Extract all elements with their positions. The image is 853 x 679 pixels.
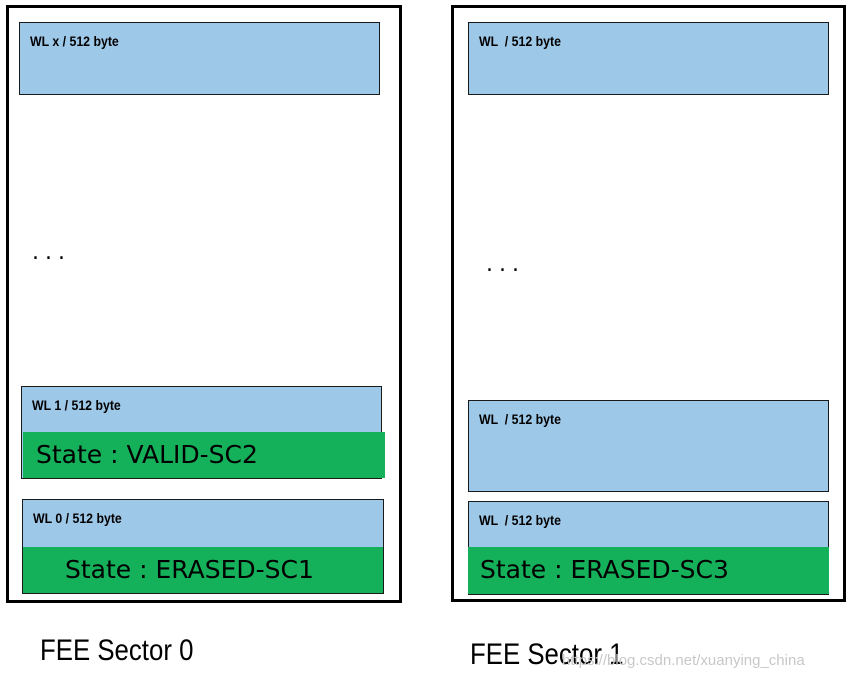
- sector0-caption: FEE Sector 0: [40, 634, 194, 667]
- sector1-top-label: WL / 512 byte: [479, 33, 561, 49]
- watermark: https://blog.csdn.net/xuanying_china: [562, 652, 805, 669]
- sector0-ellipsis: ...: [32, 240, 71, 265]
- sector0-wl-x-block: WL x / 512 byte: [19, 22, 380, 95]
- sector1-bottom-label: WL / 512 byte: [479, 512, 561, 528]
- sector1-bottom-state: State : ERASED-SC3: [468, 547, 829, 594]
- sector0-wl-0-state: State : ERASED-SC1: [23, 547, 383, 593]
- sector0-wl-1-state: State : VALID-SC2: [23, 432, 385, 478]
- sector0-wl-1-label: WL 1 / 512 byte: [32, 397, 121, 413]
- sector1-top-block: WL / 512 byte: [468, 22, 829, 95]
- sector0-wl-x-label: WL x / 512 byte: [30, 33, 119, 49]
- sector1-mid-block: WL / 512 byte: [468, 400, 829, 492]
- sector0-wl-0-label: WL 0 / 512 byte: [33, 510, 122, 526]
- sector1-mid-label: WL / 512 byte: [479, 411, 561, 427]
- sector1-caption: FEE Sector 1: [470, 638, 624, 671]
- sector1-ellipsis: ...: [486, 252, 525, 277]
